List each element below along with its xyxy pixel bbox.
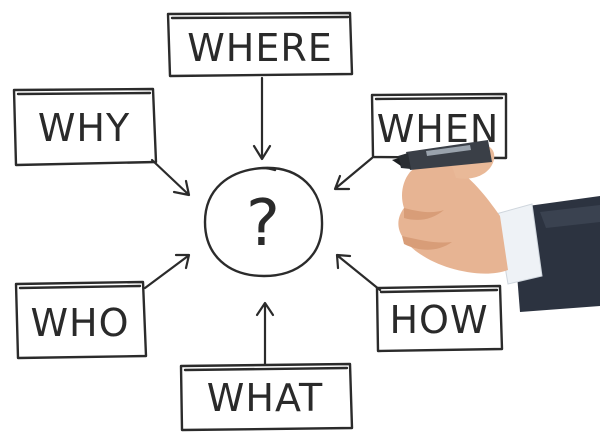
arrow-why-icon: [150, 158, 191, 197]
question-mark: ?: [246, 187, 280, 261]
who-node: WHO: [14, 280, 148, 360]
how-box: [375, 284, 504, 353]
how-node: HOW: [375, 284, 504, 353]
arrow-where-icon: [252, 76, 272, 161]
center-circle: [203, 166, 324, 278]
arrow-who-icon: [143, 253, 191, 290]
who-box: [14, 280, 148, 360]
center-node: ?: [203, 166, 324, 278]
arrow-how-icon: [335, 253, 382, 292]
how-label: HOW: [389, 298, 488, 342]
arrow-when-icon: [333, 156, 374, 191]
arrows: [143, 76, 382, 366]
when-box: [370, 92, 508, 160]
who-label: WHO: [30, 301, 129, 345]
hand-holding-marker-icon: [392, 140, 600, 312]
where-node: WHERE: [166, 11, 354, 78]
what-label: WHAT: [207, 376, 323, 420]
arrow-what-icon: [255, 301, 275, 366]
why-box: [12, 87, 158, 167]
what-box: [179, 362, 354, 432]
what-node: WHAT: [179, 362, 354, 432]
where-label: WHERE: [187, 26, 333, 70]
where-box: [166, 11, 354, 78]
why-node: WHY: [12, 87, 158, 167]
why-label: WHY: [38, 106, 130, 150]
suit-sleeve: [516, 196, 600, 312]
